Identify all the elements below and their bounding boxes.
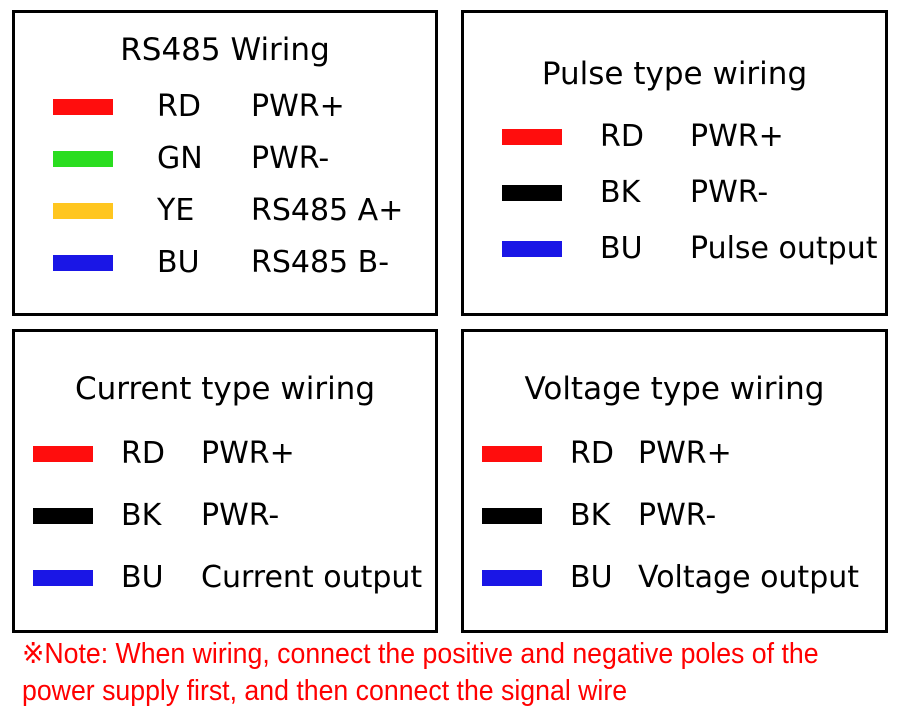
wire-code: BU [121, 560, 164, 595]
wire-desc: Current output [201, 560, 423, 595]
wire-swatch-red [33, 446, 93, 462]
wire-desc: PWR+ [251, 89, 345, 124]
wire-code: BK [570, 498, 611, 533]
wire-swatch-yellow [53, 203, 113, 219]
wire-desc: PWR- [638, 498, 717, 533]
wire-list-current: RD PWR+ BK PWR- BU Current output [15, 437, 435, 595]
wire-desc: PWR- [251, 141, 330, 176]
wire-desc: PWR+ [638, 436, 732, 471]
wire-code: BK [121, 498, 162, 533]
wire-code: BU [570, 560, 613, 595]
wire-swatch-red [482, 446, 542, 462]
wire-row: BU RS485 B- [53, 246, 435, 280]
wire-code: RD [600, 119, 644, 154]
wire-row: BU Voltage output [482, 561, 885, 595]
wire-list-pulse: RD PWR+ BK PWR- BU Pulse output [464, 120, 885, 266]
wire-code: YE [157, 193, 195, 228]
wire-row: BU Pulse output [502, 232, 885, 266]
wire-code: BK [600, 175, 641, 210]
panel-pulse-type-wiring: Pulse type wiring RD PWR+ BK PWR- BU Pul… [461, 10, 888, 316]
wire-code: GN [157, 141, 203, 176]
wire-row: BK PWR- [33, 499, 435, 533]
panel-title-pulse: Pulse type wiring [541, 56, 808, 92]
wire-swatch-blue [482, 570, 542, 586]
wire-code: RD [121, 436, 165, 471]
wire-swatch-black [502, 185, 562, 201]
panel-rs485-wiring: RS485 Wiring RD PWR+ GN PWR- YE RS485 A+… [12, 10, 438, 316]
wire-desc: PWR- [201, 498, 280, 533]
wire-desc: PWR+ [690, 119, 784, 154]
panel-title-rs485: RS485 Wiring [120, 32, 330, 68]
wire-swatch-blue [53, 255, 113, 271]
panel-title-voltage: Voltage type wiring [524, 371, 825, 407]
wire-row: GN PWR- [53, 142, 435, 176]
wire-swatch-red [53, 99, 113, 115]
wire-code: BU [157, 245, 200, 280]
wire-swatch-black [482, 508, 542, 524]
wiring-note: ※Note: When wiring, connect the positive… [22, 638, 819, 708]
wire-row: BU Current output [33, 561, 435, 595]
wire-row: BK PWR- [502, 176, 885, 210]
wire-row: RD PWR+ [33, 437, 435, 471]
wire-desc: Voltage output [638, 560, 860, 595]
wire-row: RD PWR+ [502, 120, 885, 154]
wire-code: RD [570, 436, 614, 471]
wire-swatch-black [33, 508, 93, 524]
wire-swatch-red [502, 129, 562, 145]
panel-current-type-wiring: Current type wiring RD PWR+ BK PWR- BU C… [12, 329, 438, 633]
wire-row: YE RS485 A+ [53, 194, 435, 228]
wire-desc: PWR+ [201, 436, 295, 471]
wire-desc: Pulse output [690, 231, 878, 266]
wire-desc: RS485 A+ [251, 193, 404, 228]
wire-list-voltage: RD PWR+ BK PWR- BU Voltage output [464, 437, 885, 595]
wire-swatch-blue [33, 570, 93, 586]
wire-row: BK PWR- [482, 499, 885, 533]
panel-voltage-type-wiring: Voltage type wiring RD PWR+ BK PWR- BU V… [461, 329, 888, 633]
wire-code: RD [157, 89, 201, 124]
wire-swatch-green [53, 151, 113, 167]
panel-title-current: Current type wiring [74, 371, 376, 407]
wire-desc: PWR- [690, 175, 769, 210]
wiring-panel-grid: RS485 Wiring RD PWR+ GN PWR- YE RS485 A+… [12, 10, 888, 633]
wire-list-rs485: RD PWR+ GN PWR- YE RS485 A+ BU RS485 B- [15, 90, 435, 280]
wire-row: RD PWR+ [482, 437, 885, 471]
wire-row: RD PWR+ [53, 90, 435, 124]
wire-code: BU [600, 231, 643, 266]
wire-desc: RS485 B- [251, 245, 390, 280]
wire-swatch-blue [502, 241, 562, 257]
